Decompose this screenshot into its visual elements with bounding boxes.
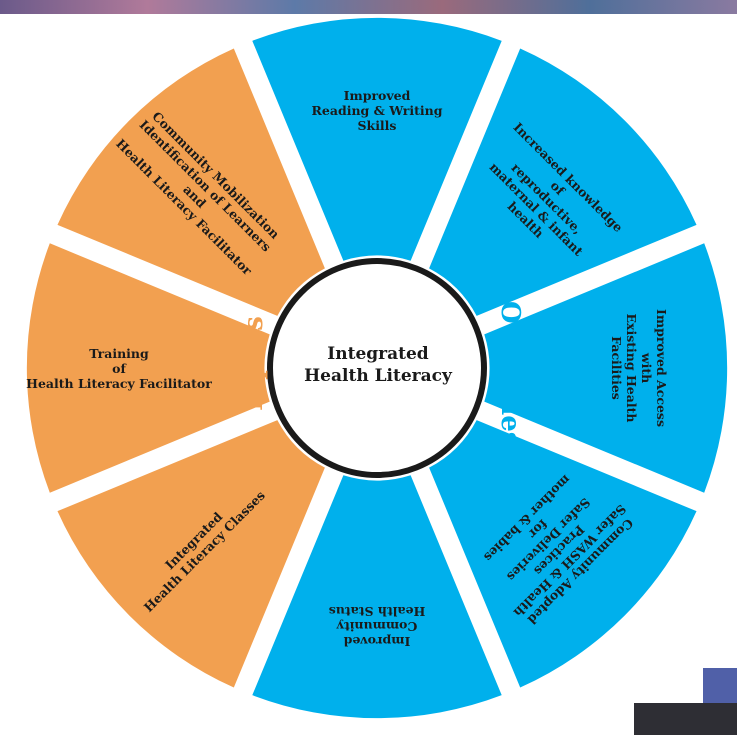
segment-community-health-status xyxy=(252,475,502,719)
segment-community-mobilization xyxy=(57,48,325,316)
segment-facilitator-training xyxy=(26,243,270,493)
segment-label-reading-writing: Improved Reading & Writing Skills xyxy=(311,87,443,133)
segment-reproductive-knowledge xyxy=(429,48,697,316)
inputs-label: Inputs xyxy=(239,316,269,411)
segment-label-access-health-facilities: Improved Access with Existing Health Fac… xyxy=(609,309,669,427)
top-photo-strip xyxy=(0,0,737,14)
center-circle xyxy=(267,258,487,478)
segment-label-facilitator-training: Training of Health Literacy Facilitator xyxy=(26,345,212,391)
segment-access-health-facilities xyxy=(484,243,728,493)
segment-reading-writing xyxy=(252,17,502,261)
center-title: Integrated Health Literacy xyxy=(304,344,452,386)
segment-label-community-health-status: Improved Community Health Status xyxy=(328,603,426,649)
segment-community-practices xyxy=(429,420,697,688)
corner-block-dark xyxy=(634,703,737,735)
segment-literacy-classes xyxy=(57,420,325,688)
outcomes-label: Outcomes xyxy=(495,301,525,447)
